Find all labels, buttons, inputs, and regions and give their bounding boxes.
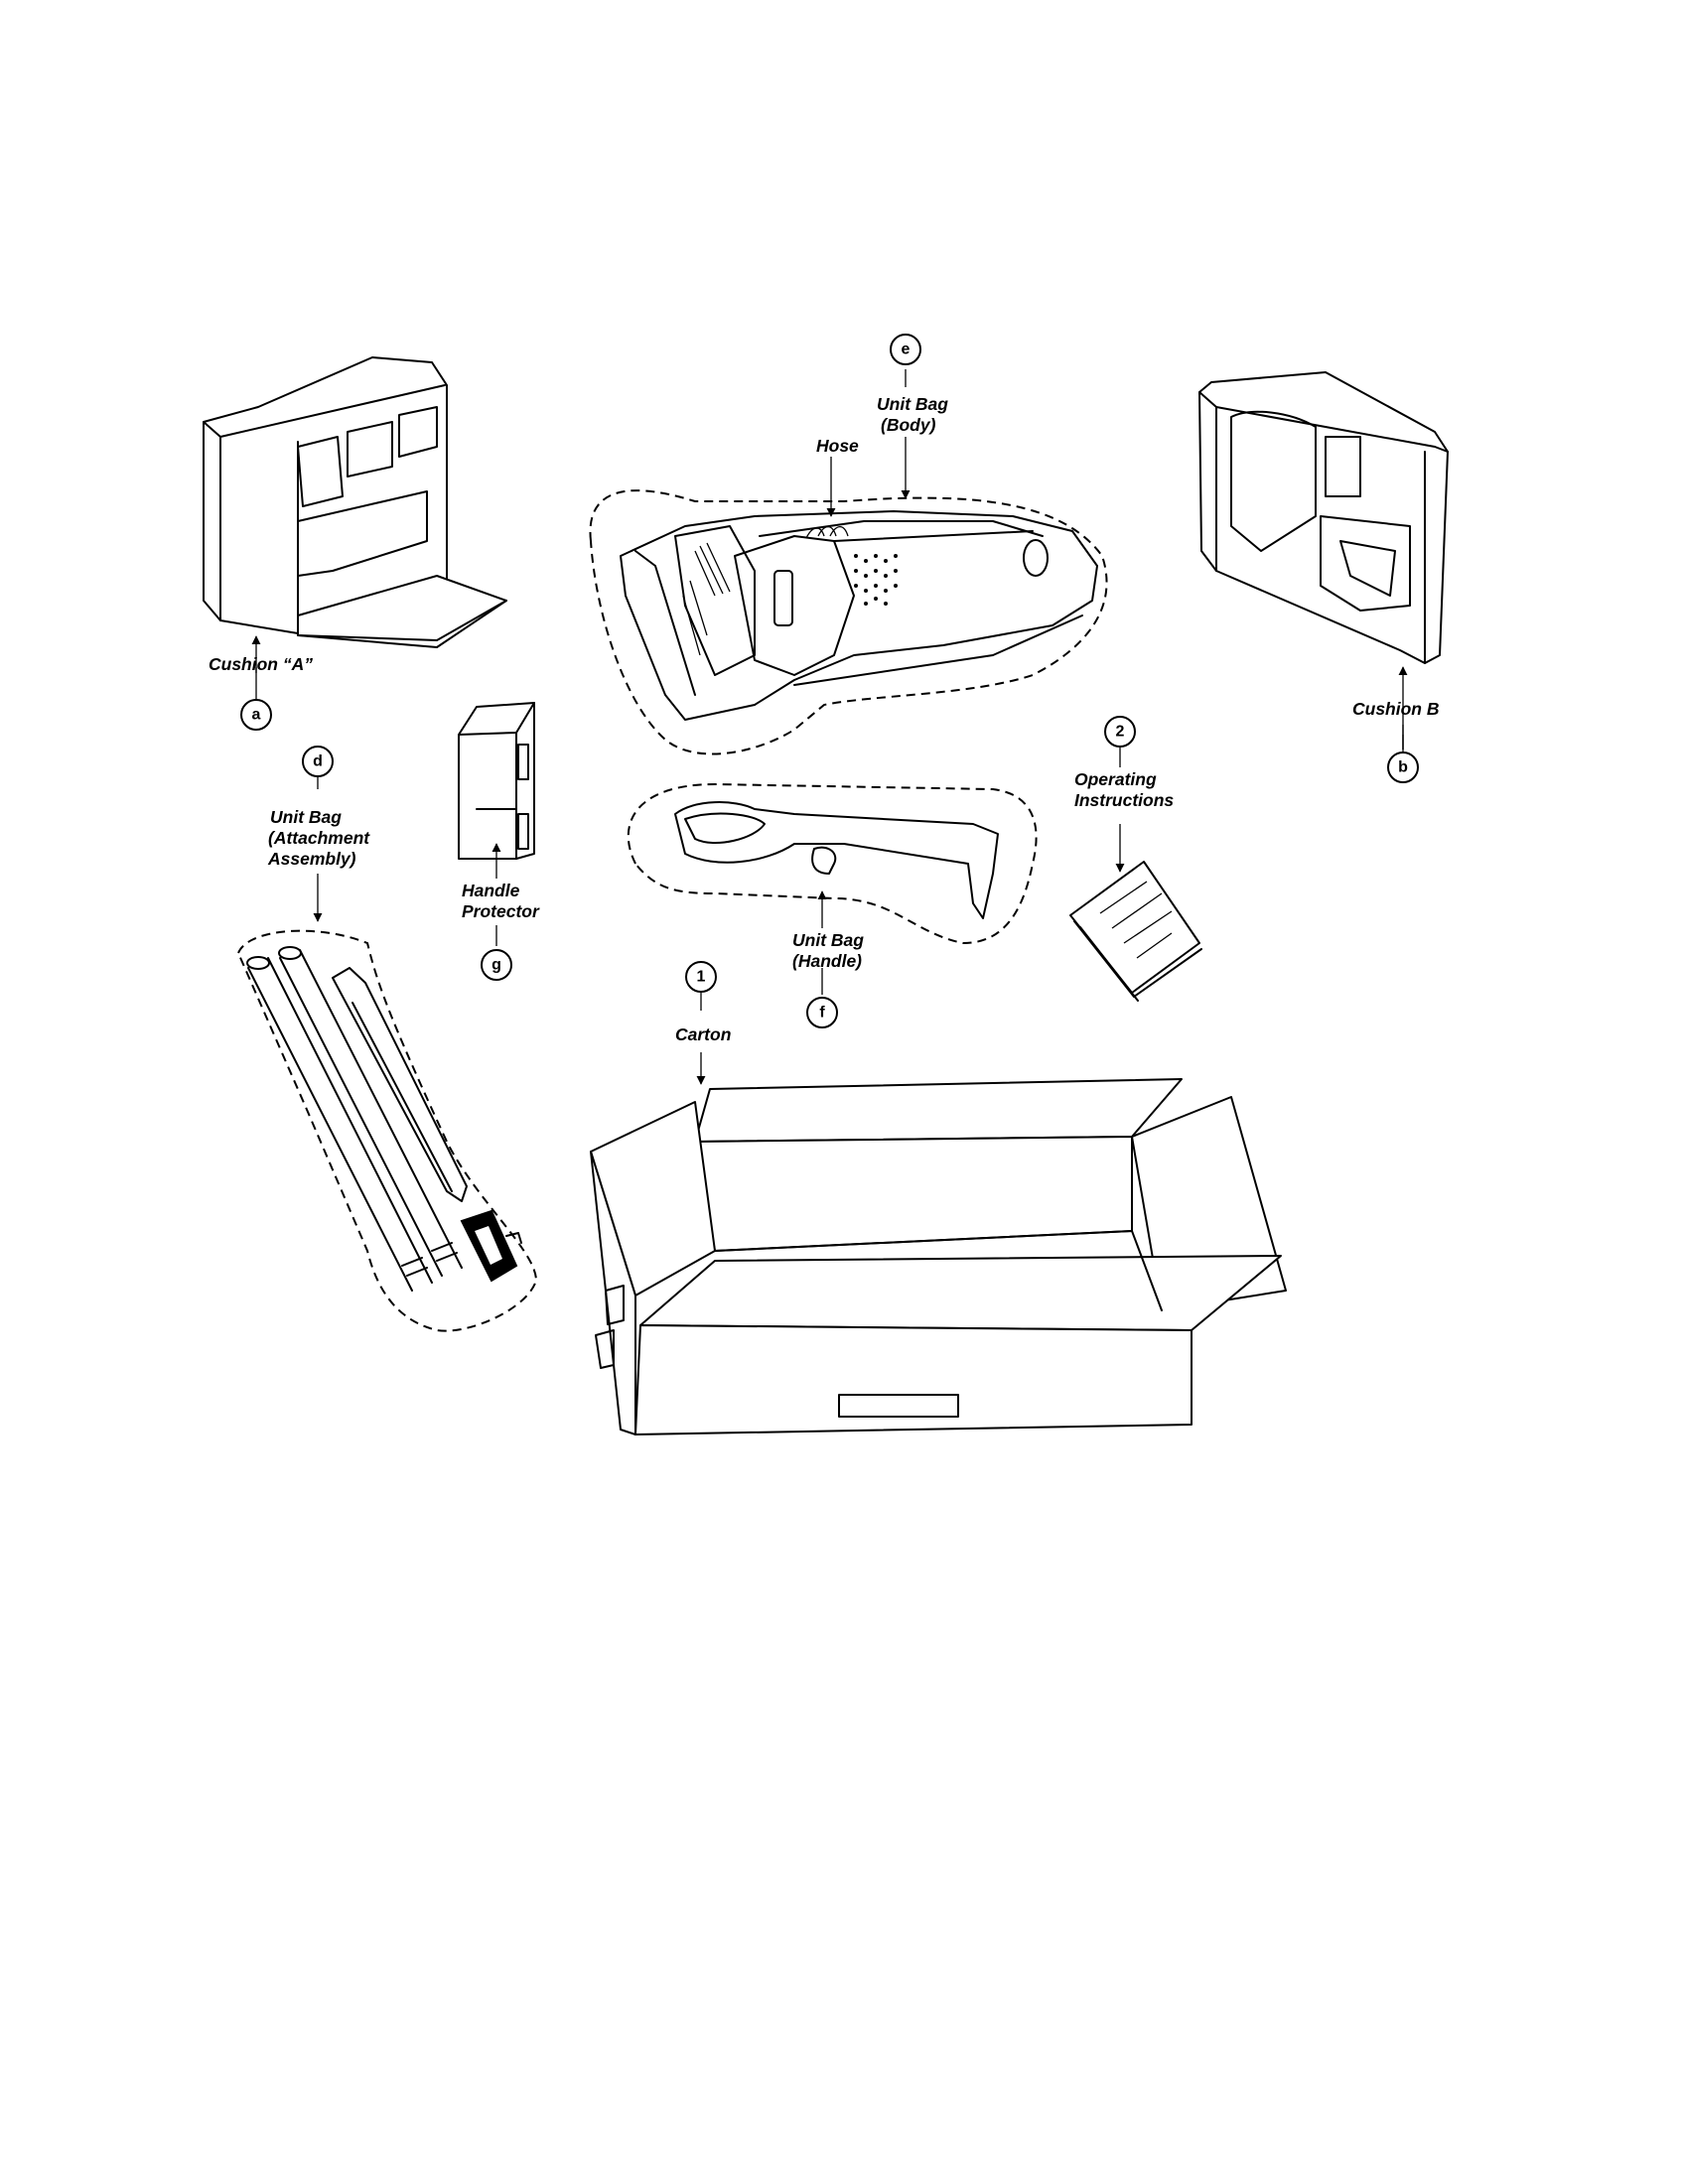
callout-d-text: d — [313, 753, 323, 770]
callout-g: g — [481, 949, 512, 981]
operating-instructions-label-1: Operating — [1074, 769, 1157, 789]
unit-bag-attachment-label-3: Assembly) — [267, 849, 356, 869]
callout-e: e — [890, 334, 921, 365]
unit-bag-body-label-1: Unit Bag — [877, 394, 948, 414]
attachment-assembly-drawing — [236, 929, 538, 1332]
callout-1: 1 — [685, 961, 717, 993]
callout-a-text: a — [252, 707, 261, 724]
callout-2-text: 2 — [1116, 724, 1125, 741]
operating-instructions-drawing — [1069, 861, 1202, 1002]
handle-protector-label-1: Handle — [462, 881, 520, 900]
unit-bag-handle-label-1: Unit Bag — [792, 930, 864, 950]
cushion-a-drawing — [203, 356, 507, 648]
cushion-b-label: Cushion B — [1352, 699, 1440, 719]
callout-f: f — [806, 997, 838, 1028]
handle-drawing — [627, 782, 1038, 945]
leader-lines — [251, 369, 1408, 1085]
callout-d: d — [302, 746, 334, 777]
callout-g-text: g — [491, 957, 501, 974]
hose-label: Hose — [816, 436, 859, 456]
callout-f-text: f — [819, 1005, 825, 1022]
callout-1-text: 1 — [697, 969, 706, 986]
handle-protector-label-2: Protector — [462, 901, 540, 921]
operating-instructions-label-2: Instructions — [1074, 790, 1174, 810]
unit-bag-attachment-label-2: (Attachment — [268, 828, 370, 848]
unit-bag-handle-label-2: (Handle) — [792, 951, 862, 971]
callout-a: a — [240, 699, 272, 731]
unit-bag-attachment-label-1: Unit Bag — [270, 807, 342, 827]
cushion-b-drawing — [1198, 371, 1449, 664]
cushion-a-label: Cushion “A” — [209, 654, 313, 674]
callout-b-text: b — [1398, 759, 1408, 776]
carton-drawing — [590, 1078, 1287, 1435]
unit-bag-body-label-2: (Body) — [881, 415, 936, 435]
handle-protector-drawing — [458, 702, 535, 860]
carton-label: Carton — [675, 1024, 731, 1044]
callout-b: b — [1387, 751, 1419, 783]
vacuum-body-drawing — [589, 489, 1108, 755]
callout-e-text: e — [902, 341, 911, 358]
callout-2: 2 — [1104, 716, 1136, 748]
